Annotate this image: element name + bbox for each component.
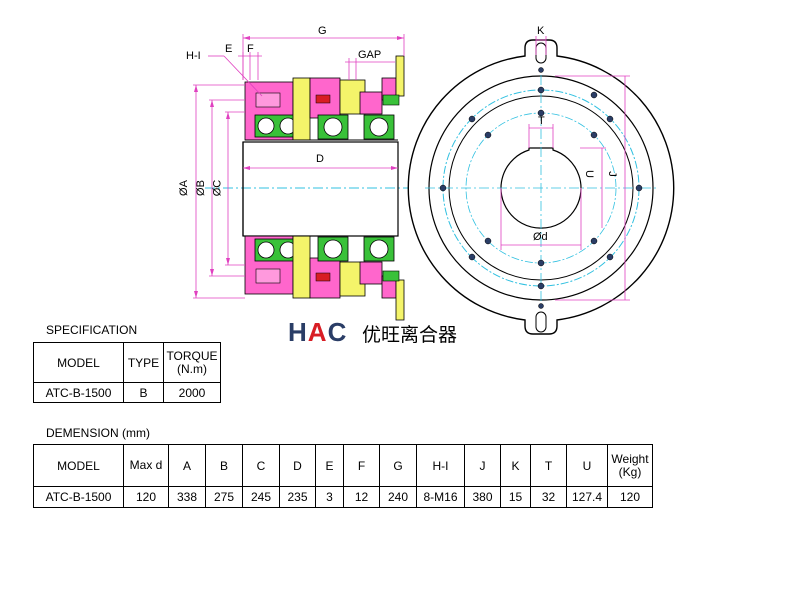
logo-letter-h: H — [288, 317, 308, 347]
bolt-holes — [439, 67, 643, 309]
dim-header: MODEL — [33, 444, 124, 487]
dim-cell: 245 — [242, 486, 280, 508]
dim-cell: 120 — [607, 486, 653, 508]
label-K: K — [537, 25, 545, 37]
company-logo: HAC — [288, 317, 347, 348]
label-U: U — [582, 170, 595, 178]
spec-cell-torque: 2000 — [163, 382, 221, 403]
dim-header: A — [168, 444, 206, 487]
label-H-I: H-I — [186, 50, 201, 62]
label-J: J — [605, 171, 618, 177]
dim-cell: 15 — [500, 486, 531, 508]
dim-cell: 3 — [315, 486, 344, 508]
dim-header: H-I — [416, 444, 465, 487]
lower-half-section — [244, 235, 405, 321]
dim-header: C — [242, 444, 280, 487]
dim-header: D — [279, 444, 316, 487]
dim-cell: 338 — [168, 486, 206, 508]
dim-header: U — [566, 444, 608, 487]
dimension-table: MODEL Max d A B C D E F G H-I J K T U We… — [33, 444, 653, 508]
spec-header-type: TYPE — [123, 342, 164, 383]
side-dimension-arrows — [194, 36, 404, 298]
company-name-chinese: 优旺离合器 — [362, 324, 458, 346]
specification-title: SPECIFICATION — [46, 323, 138, 337]
dim-cell: 32 — [530, 486, 567, 508]
side-dimension-lines — [193, 34, 405, 299]
front-view — [407, 36, 675, 335]
dim-cell: ATC-B-1500 — [33, 486, 124, 508]
dim-cell: 240 — [379, 486, 417, 508]
dim-cell: 380 — [464, 486, 501, 508]
dim-header: Weight (Kg) — [607, 444, 653, 487]
label-bore-d: Ød — [533, 231, 548, 243]
spec-header-model: MODEL — [33, 342, 124, 383]
dim-cell: 275 — [205, 486, 243, 508]
dim-header: J — [464, 444, 501, 487]
dim-header: B — [205, 444, 243, 487]
dim-cell: 120 — [123, 486, 169, 508]
label-F: F — [247, 43, 254, 55]
label-diameter-C: ØC — [211, 179, 224, 197]
dim-header: G — [379, 444, 417, 487]
dimension-title: DEMENSION (mm) — [46, 426, 150, 440]
spec-header-torque: TORQUE (N.m) — [163, 342, 221, 383]
spec-cell-type: B — [123, 382, 164, 403]
dim-cell: 235 — [279, 486, 316, 508]
side-view — [193, 34, 418, 321]
dim-cell: 127.4 — [566, 486, 608, 508]
dim-header: K — [500, 444, 531, 487]
front-dimension-lines — [500, 36, 630, 301]
dim-cell: 8-M16 — [416, 486, 465, 508]
label-E: E — [225, 43, 233, 55]
label-diameter-B: ØB — [194, 180, 207, 196]
upper-half-section — [244, 55, 405, 141]
dim-cell: 12 — [343, 486, 380, 508]
logo-letter-a: A — [307, 317, 328, 347]
label-D: D — [316, 153, 324, 165]
logo-letter-c: C — [327, 317, 348, 347]
dim-header: Max d — [123, 444, 169, 487]
label-T: T — [538, 115, 545, 127]
label-GAP: GAP — [358, 49, 382, 61]
label-G: G — [318, 25, 327, 37]
dim-header: F — [343, 444, 380, 487]
dim-header: E — [315, 444, 344, 487]
dim-header: T — [530, 444, 567, 487]
label-diameter-A: ØA — [177, 180, 190, 196]
specification-table: MODEL TYPE TORQUE (N.m) ATC-B-1500 B 200… — [33, 342, 221, 403]
spec-cell-model: ATC-B-1500 — [33, 382, 124, 403]
